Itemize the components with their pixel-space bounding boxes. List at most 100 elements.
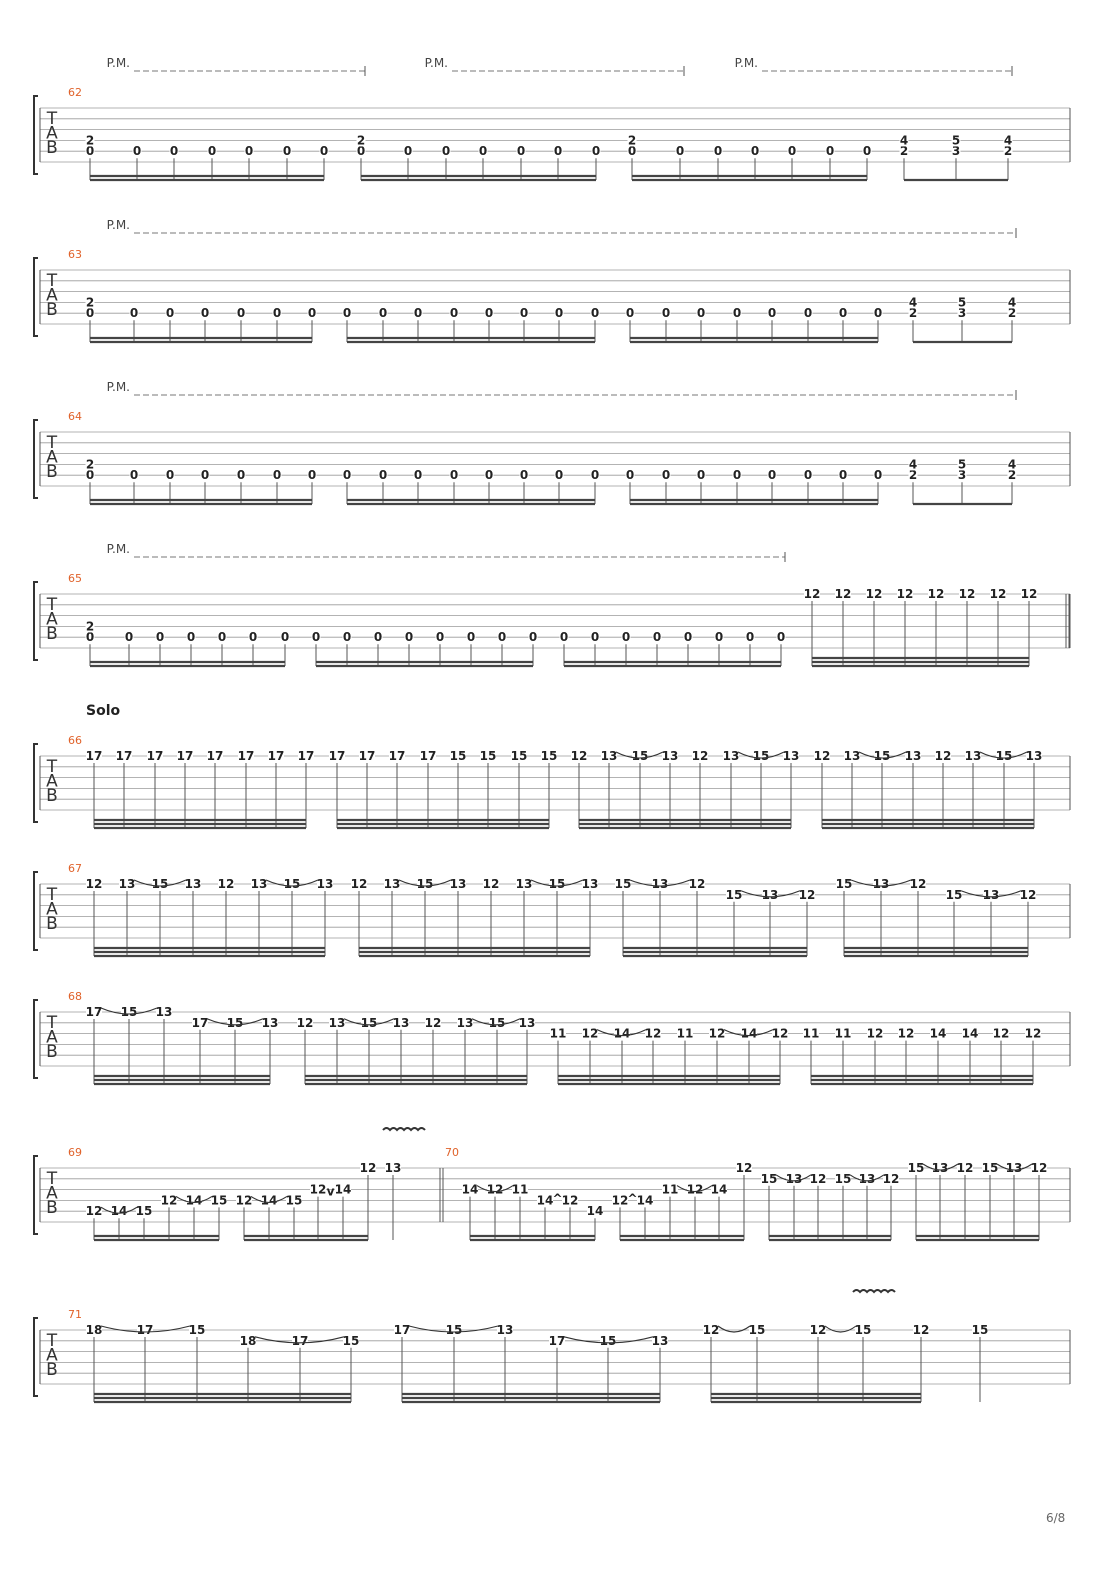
fret-number: 12	[687, 1183, 704, 1197]
tab-clef-letter: B	[46, 462, 58, 482]
fret-number: 15	[511, 749, 528, 763]
measure-number: 67	[68, 862, 82, 875]
fret-number: 13	[516, 877, 533, 891]
slur	[206, 1018, 264, 1026]
fret-backdrop	[696, 307, 706, 320]
fret-number: 11	[835, 1027, 852, 1041]
fret-number: 0	[86, 306, 94, 320]
fret-backdrop	[417, 878, 433, 890]
fret-backdrop	[804, 588, 820, 600]
fret-backdrop	[85, 620, 95, 633]
fret-number: 0	[626, 306, 634, 320]
fret-number: 0	[768, 468, 776, 482]
fret-number: 0	[628, 144, 636, 158]
tab-clef-letter: B	[46, 300, 58, 320]
fret-number: 12	[810, 1323, 827, 1337]
fret-number: 12	[425, 1016, 442, 1030]
fret-backdrop	[930, 1027, 946, 1040]
fret-backdrop	[169, 145, 179, 158]
fret-number: 11	[677, 1027, 694, 1041]
fret-number: 0	[86, 144, 94, 158]
fret-backdrop	[908, 307, 918, 320]
fret-number: 12	[898, 1027, 915, 1041]
fret-number: 0	[245, 144, 253, 158]
fret-number: 0	[714, 144, 722, 158]
tab-clef-letter: A	[46, 1028, 58, 1048]
fret-number: 0	[591, 630, 599, 644]
fret-backdrop	[549, 878, 565, 890]
fret-number: 13	[1006, 1161, 1023, 1175]
fret-backdrop	[238, 750, 254, 762]
fret-number: 0	[156, 630, 164, 644]
fret-backdrop	[86, 878, 102, 890]
fret-backdrop	[124, 631, 134, 644]
fret-backdrop	[403, 145, 413, 158]
fret-backdrop	[835, 1027, 851, 1040]
fret-number: 0	[320, 144, 328, 158]
fret-number: 14	[111, 1204, 128, 1218]
fret-number: 0	[343, 468, 351, 482]
fret-backdrop	[404, 631, 414, 644]
fret-number: 15	[286, 1193, 303, 1207]
fret-backdrop	[516, 878, 532, 890]
fret-backdrop	[317, 878, 333, 890]
fret-number: 0	[414, 468, 422, 482]
fret-number: 17	[192, 1016, 209, 1030]
fret-backdrop	[957, 458, 967, 471]
fret-backdrop	[786, 1172, 802, 1185]
fret-number: 0	[517, 144, 525, 158]
fret-number: 2	[1008, 306, 1016, 320]
fret-backdrop	[836, 878, 852, 890]
fret-backdrop	[1025, 1027, 1041, 1040]
slur	[254, 1336, 345, 1344]
fret-backdrop	[373, 631, 383, 644]
system-bracket	[33, 871, 38, 951]
fret-number: 0	[343, 630, 351, 644]
fret-number: 0	[404, 144, 412, 158]
fret-number: 17	[394, 1323, 411, 1337]
fret-number: 0	[308, 468, 316, 482]
fret-number: 14	[962, 1027, 979, 1041]
fret-backdrop	[483, 878, 499, 890]
fret-backdrop	[928, 588, 944, 600]
fret-backdrop	[562, 1194, 578, 1207]
fret-backdrop	[627, 145, 637, 158]
slur	[476, 1185, 514, 1193]
fret-backdrop	[590, 469, 600, 482]
page-number: 6/8	[1046, 1511, 1066, 1525]
fret-number: 13	[873, 877, 890, 891]
fret-backdrop	[360, 1162, 376, 1174]
fret-number: 13	[329, 1016, 346, 1030]
slur	[849, 1174, 885, 1182]
fret-number: 2	[909, 306, 917, 320]
fret-number: 0	[201, 468, 209, 482]
fret-number: 17	[116, 749, 133, 763]
fret-number: 15	[480, 749, 497, 763]
fret-backdrop	[519, 469, 529, 482]
fret-backdrop	[908, 469, 918, 482]
fret-number: 13	[1026, 749, 1043, 763]
slur	[960, 890, 1022, 898]
system-bracket	[33, 743, 38, 823]
fret-number: 0	[777, 630, 785, 644]
fret-number: 12	[703, 1323, 720, 1337]
fret-number: 0	[273, 468, 281, 482]
fret-number: 12	[804, 587, 821, 601]
fret-number: 2	[357, 133, 365, 147]
fret-backdrop	[689, 878, 705, 890]
system-bracket	[33, 419, 38, 499]
fret-backdrop	[910, 878, 926, 890]
fret-number: 12	[582, 1027, 599, 1041]
system-bracket	[33, 999, 38, 1079]
fret-number: 0	[591, 468, 599, 482]
system-bracket	[33, 257, 38, 337]
fret-backdrop	[236, 1194, 252, 1207]
fret-number: 0	[237, 306, 245, 320]
fret-number: 0	[804, 468, 812, 482]
fret-backdrop	[627, 134, 637, 147]
fret-backdrop	[478, 145, 488, 158]
fret-number: 18	[240, 1334, 257, 1348]
tab-clef-letter: T	[46, 1331, 58, 1351]
fret-backdrop	[897, 588, 913, 600]
fret-backdrop	[85, 307, 95, 320]
